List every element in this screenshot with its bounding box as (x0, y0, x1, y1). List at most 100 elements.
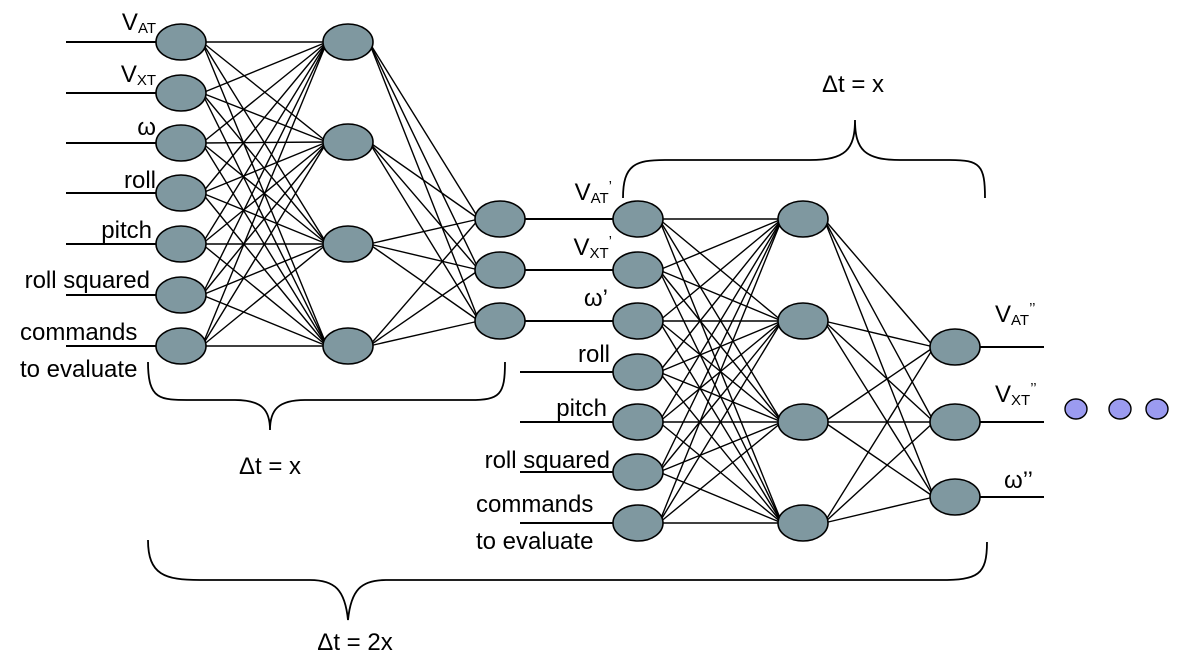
connection-net1-hidden (201, 141, 328, 347)
connection-net1-output (368, 141, 480, 271)
net2-output-node (929, 328, 981, 366)
connection-net2-output (823, 320, 935, 348)
connection-net1-hidden (201, 243, 328, 347)
node-labels: VAT VXT ω roll pitch roll squared commands to e… (20, 9, 1037, 555)
connection-net2-output (823, 346, 935, 524)
net2-hidden-node (777, 403, 829, 441)
net2-hidden-node (777, 504, 829, 542)
brace-total (147, 539, 988, 621)
connection-net2-hidden (658, 421, 783, 473)
input-label-net1: pitch (101, 217, 152, 244)
connection-net1-hidden (201, 243, 328, 296)
net1-input-node (155, 276, 207, 314)
brace-label-total: Δt = 2x (317, 629, 392, 656)
net1-hidden-node (322, 23, 374, 61)
connection-net1-output (368, 218, 480, 347)
connection-net2-hidden (658, 320, 783, 473)
connection-net2-hidden (658, 320, 783, 524)
input-label-net2: roll (578, 341, 610, 368)
connection-net2-hidden (658, 218, 783, 373)
input-label-net1: ω (137, 114, 156, 141)
input-label-net2: to evaluate (476, 528, 593, 555)
net2-output-node (929, 478, 981, 516)
continuation-dot (1064, 398, 1088, 420)
continuation-dot (1108, 398, 1132, 420)
net1-output-node (474, 200, 526, 238)
connection-net1-hidden (201, 41, 328, 347)
connection-net1-output (368, 41, 480, 220)
connection-net2-output (823, 346, 935, 423)
brace-network2 (622, 119, 986, 199)
net1-output-node (474, 251, 526, 289)
net1-hidden-node (322, 123, 374, 161)
net1-input-node (155, 124, 207, 162)
net2-input-node (612, 200, 664, 238)
input-label-net2: pitch (556, 395, 607, 422)
connection-net2-hidden (658, 218, 783, 271)
output-label: VAT’’ (995, 300, 1035, 329)
connection-net2-output (823, 421, 935, 498)
net1-input-node (155, 327, 207, 365)
net2-input-node (612, 251, 664, 289)
net2-input-node (612, 504, 664, 542)
connection-net2-hidden (658, 218, 783, 524)
input-label-net1: VXT (121, 61, 156, 89)
net1-hidden-node (322, 225, 374, 263)
input-label-net1: commands (20, 319, 137, 346)
connection-net2-hidden (658, 218, 783, 473)
input-label-net1: to evaluate (20, 356, 137, 383)
net1-input-node (155, 174, 207, 212)
connection-net1-hidden (201, 141, 328, 296)
net1-input-node (155, 225, 207, 263)
connection-net1-output (368, 41, 480, 271)
brace-label-network2: Δt = x (822, 71, 884, 98)
input-label-net2: ω’ (584, 285, 608, 312)
input-label-net2: commands (476, 491, 593, 518)
net2-input-node (612, 353, 664, 391)
net2-hidden-node (777, 200, 829, 238)
net1-input-node (155, 74, 207, 112)
connection-net1-output (368, 141, 480, 220)
net1-hidden-node (322, 327, 374, 365)
connection-net2-output (823, 218, 935, 498)
connection-net2-output (823, 421, 935, 524)
connection-net1-hidden (201, 41, 328, 245)
input-output-lines (66, 41, 1044, 524)
connection-net1-output (368, 41, 480, 322)
connection-net2-output (823, 218, 935, 348)
connection-net1-output (368, 269, 480, 347)
connection-net1-hidden (201, 41, 328, 296)
input-label-net1: roll squared (25, 267, 150, 294)
net2-output-node (929, 403, 981, 441)
connection-net2-output (823, 218, 935, 423)
input-label-net2: VXT’ (573, 233, 612, 262)
connection-net2-hidden (658, 421, 783, 524)
output-label: ω’’ (1004, 467, 1033, 494)
connection-net1-output (368, 320, 480, 347)
brace-network1 (147, 361, 506, 431)
net2-input-node (612, 302, 664, 340)
input-label-net2: roll squared (485, 447, 610, 474)
connection-net1-hidden (201, 41, 328, 144)
input-label-net2: VAT’ (575, 178, 612, 207)
net2-input-node (612, 453, 664, 491)
network-nodes (155, 23, 981, 542)
connection-net1-output (368, 243, 480, 271)
net1-input-node (155, 23, 207, 61)
net2-hidden-node (777, 302, 829, 340)
output-label: VXT’’ (995, 380, 1037, 409)
connection-net1-hidden (201, 294, 328, 347)
connection-net2-hidden (658, 218, 783, 322)
network-connections (201, 41, 935, 524)
input-label-net1: roll (124, 167, 156, 194)
brace-label-network1: Δt = x (239, 453, 301, 480)
connection-net1-hidden (201, 41, 328, 194)
connection-net2-output (823, 320, 935, 498)
net1-output-node (474, 302, 526, 340)
connection-net2-output (823, 496, 935, 524)
connection-net2-hidden (658, 218, 783, 423)
input-label-net1: VAT (122, 9, 156, 37)
connection-net1-output (368, 218, 480, 245)
connection-net2-hidden (658, 471, 783, 524)
